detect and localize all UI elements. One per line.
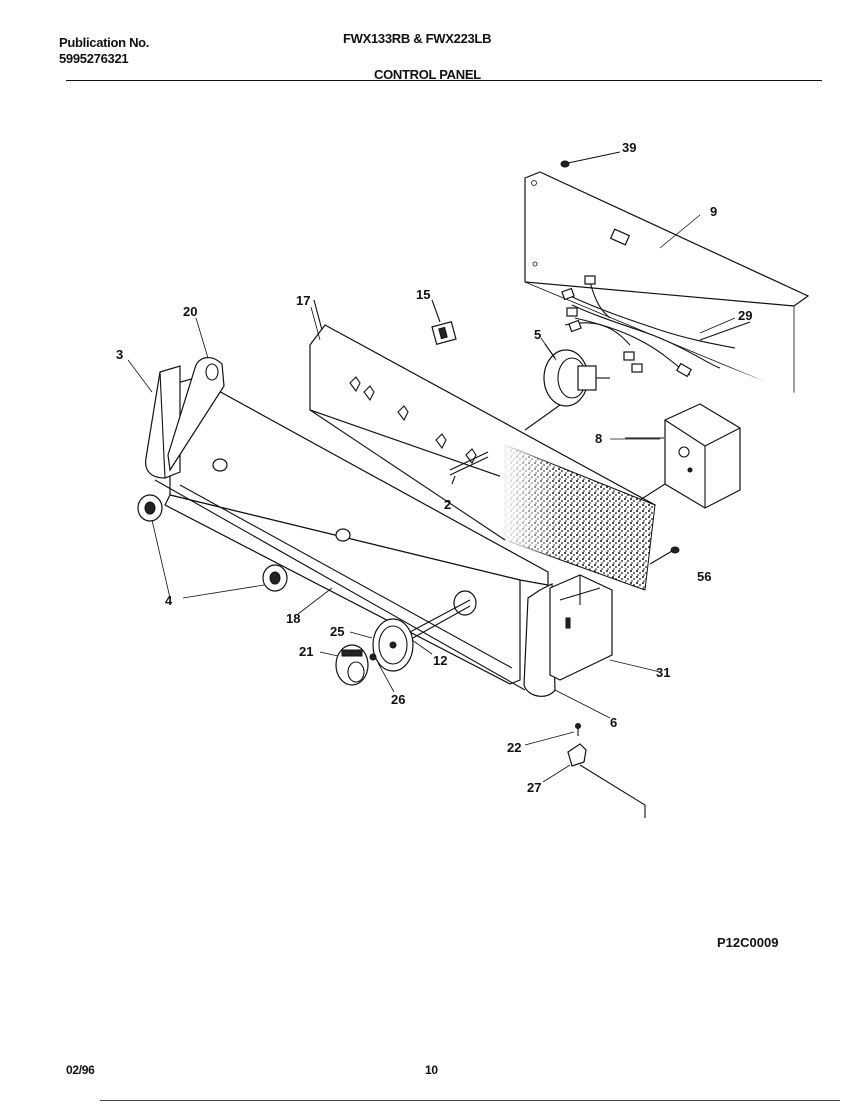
leader-lines [127, 214, 736, 783]
clip-26 [369, 653, 377, 661]
callout-21: 21 [299, 644, 313, 659]
publication-label: Publication No. [59, 35, 150, 50]
publication-number: 5995276321 [59, 51, 129, 66]
callout-39: 39 [622, 140, 636, 155]
callout-17: 17 [296, 293, 310, 308]
screw-56 [649, 546, 680, 565]
callout-26: 26 [391, 692, 405, 707]
callout-6: 6 [610, 715, 617, 730]
wiring-harness [561, 275, 751, 378]
switch-box-8 [625, 403, 741, 509]
callout-56: 56 [697, 569, 711, 584]
knob-4-left [137, 494, 163, 522]
callout-22: 22 [507, 740, 521, 755]
callout-25: 25 [330, 624, 344, 639]
callout-15: 15 [416, 287, 430, 302]
callout-8: 8 [595, 431, 602, 446]
clip-27 [567, 743, 646, 818]
footer-rule [100, 1100, 840, 1101]
section-title: CONTROL PANEL [374, 67, 481, 82]
callout-20: 20 [183, 304, 197, 319]
revision-date: 02/96 [66, 1063, 95, 1077]
knob-21 [335, 644, 369, 686]
header-rule [66, 80, 822, 81]
page-number: 10 [425, 1063, 438, 1077]
left-bracket-20 [167, 357, 225, 472]
callout-2: 2 [444, 497, 451, 512]
callout-5: 5 [534, 327, 541, 342]
screw-22 [575, 723, 581, 736]
switch-15 [431, 299, 457, 346]
knob-4-center [262, 564, 288, 592]
bracket-2 [449, 451, 489, 485]
callout-31: 31 [656, 665, 670, 680]
right-bracket-31 [549, 574, 613, 681]
screw-39 [560, 151, 621, 168]
callout-18: 18 [286, 611, 300, 626]
callout-9: 9 [710, 204, 717, 219]
drawing-code: P12C0009 [717, 935, 778, 950]
callout-29: 29 [738, 308, 752, 323]
dial-25 [372, 618, 414, 672]
control-panel-18 [154, 377, 549, 691]
callout-3: 3 [116, 347, 123, 362]
callout-27: 27 [527, 780, 541, 795]
model-numbers: FWX133RB & FWX223LB [343, 31, 492, 46]
timer-5 [524, 343, 610, 431]
right-end-cap-6 [523, 583, 556, 697]
rear-control-bracket [309, 299, 656, 591]
callout-4: 4 [165, 593, 173, 608]
callout-12: 12 [433, 653, 447, 668]
